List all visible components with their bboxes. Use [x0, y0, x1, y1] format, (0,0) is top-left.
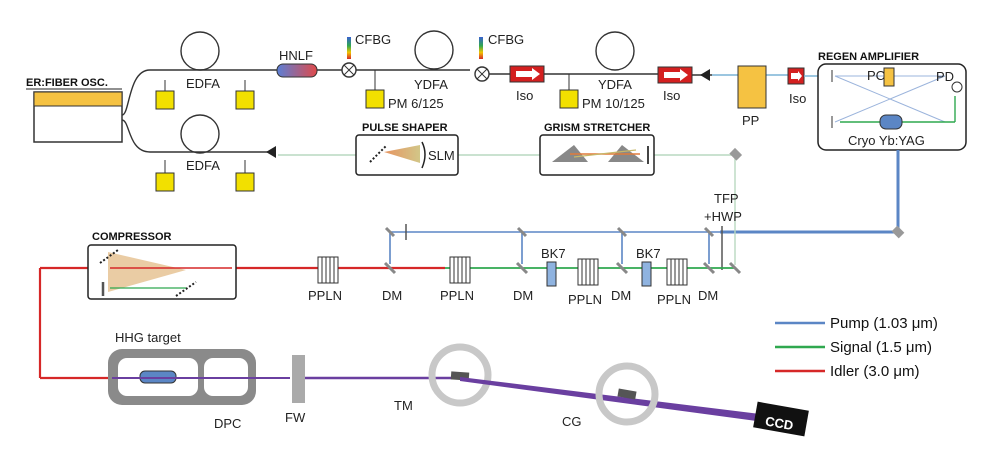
hwp-label: +HWP	[704, 209, 742, 224]
iso-3-label: Iso	[789, 91, 806, 106]
ydfa-1: YDFA PM 6/125	[365, 30, 454, 111]
dm3-label: DM	[611, 288, 631, 303]
legend-idler-label: Idler (3.0 μm)	[830, 363, 920, 380]
tm-label: TM	[394, 398, 413, 413]
ydfa-1-sub: PM 6/125	[388, 96, 444, 111]
hhg-target: HHG target DPC	[108, 330, 256, 431]
iso-3: Iso	[787, 67, 806, 106]
legend-signal-label: Signal (1.5 μm)	[830, 339, 932, 356]
dpc-label: DPC	[214, 416, 241, 431]
pc-label: PC	[867, 68, 885, 83]
ppln2-label: PPLN	[440, 288, 474, 303]
dm4-label: DM	[698, 288, 718, 303]
edfa-bottom-label: EDFA	[186, 158, 220, 173]
grating-chamber: CG	[562, 362, 659, 429]
edfa-top: EDFA	[155, 31, 255, 110]
dm2-label: DM	[513, 288, 533, 303]
grism-stretcher: GRISM STRETCHER	[539, 122, 655, 176]
hnlf-label: HNLF	[279, 48, 313, 63]
pd-label: PD	[936, 69, 954, 84]
pp-label: PP	[742, 113, 759, 128]
iso-2: Iso	[657, 66, 693, 103]
iso-2-label: Iso	[663, 88, 680, 103]
fiber-top	[121, 69, 420, 116]
iso-1: Iso	[509, 65, 545, 103]
er-osc-label: ER:FIBER OSC.	[26, 77, 108, 89]
bk7-plates: BK7 BK7	[541, 246, 661, 287]
ydfa-2-label: YDFA	[598, 77, 632, 92]
cryo-label: Cryo Yb:YAG	[848, 133, 925, 148]
edfa-bottom: EDFA	[155, 114, 255, 192]
fiber-arrow-left	[266, 146, 276, 158]
xuv-beam	[460, 377, 764, 422]
fiber-arrow-into	[700, 69, 710, 81]
pulse-picker: PP	[737, 65, 767, 128]
cg-label: CG	[562, 414, 582, 429]
bk7-1-label: BK7	[541, 246, 566, 261]
ydfa-1-label: YDFA	[414, 77, 448, 92]
compressor: COMPRESSOR	[87, 231, 237, 300]
cfbg-1-label: CFBG	[355, 32, 391, 47]
er-fiber-oscillator: ER:FIBER OSC.	[26, 77, 123, 143]
pulse-shaper: PULSE SHAPER SLM	[355, 122, 459, 176]
cfbg-1: CFBG	[341, 32, 391, 78]
ccd-camera: CCD	[753, 401, 809, 437]
hnlf: HNLF	[276, 48, 318, 78]
ppln3-label: PPLN	[568, 292, 602, 307]
legend: Pump (1.03 μm) Signal (1.5 μm) Idler (3.…	[775, 315, 938, 380]
iso-1-label: Iso	[516, 88, 533, 103]
bk7-2-label: BK7	[636, 246, 661, 261]
dichroic-mirrors: DM DM DM DM	[382, 261, 742, 303]
legend-pump-label: Pump (1.03 μm)	[830, 315, 938, 332]
grism-label: GRISM STRETCHER	[544, 122, 650, 134]
tfp-label: TFP	[714, 191, 739, 206]
ccd-label: CCD	[764, 413, 794, 433]
cfbg-2: CFBG	[474, 32, 524, 82]
ppln4-label: PPLN	[657, 292, 691, 307]
ydfa-2-sub: PM 10/125	[582, 96, 645, 111]
regen-amplifier: REGEN AMPLIFIER PC PD Cryo Yb:YAG	[817, 51, 967, 151]
fw-label: FW	[285, 410, 306, 425]
cfbg-2-label: CFBG	[488, 32, 524, 47]
ppln1-label: PPLN	[308, 288, 342, 303]
regen-label: REGEN AMPLIFIER	[818, 51, 919, 63]
compressor-label: COMPRESSOR	[92, 231, 172, 243]
pulse-shaper-label: PULSE SHAPER	[362, 122, 448, 134]
slm-label: SLM	[428, 148, 455, 163]
filter-wheel: FW	[285, 355, 306, 425]
hhg-label: HHG target	[115, 330, 181, 345]
ppln-crystals: PPLN PPLN PPLN PPLN	[308, 256, 691, 307]
edfa-top-label: EDFA	[186, 76, 220, 91]
dm1-label: DM	[382, 288, 402, 303]
ydfa-2: YDFA PM 10/125	[559, 31, 645, 111]
fiber-bottom	[121, 119, 268, 153]
